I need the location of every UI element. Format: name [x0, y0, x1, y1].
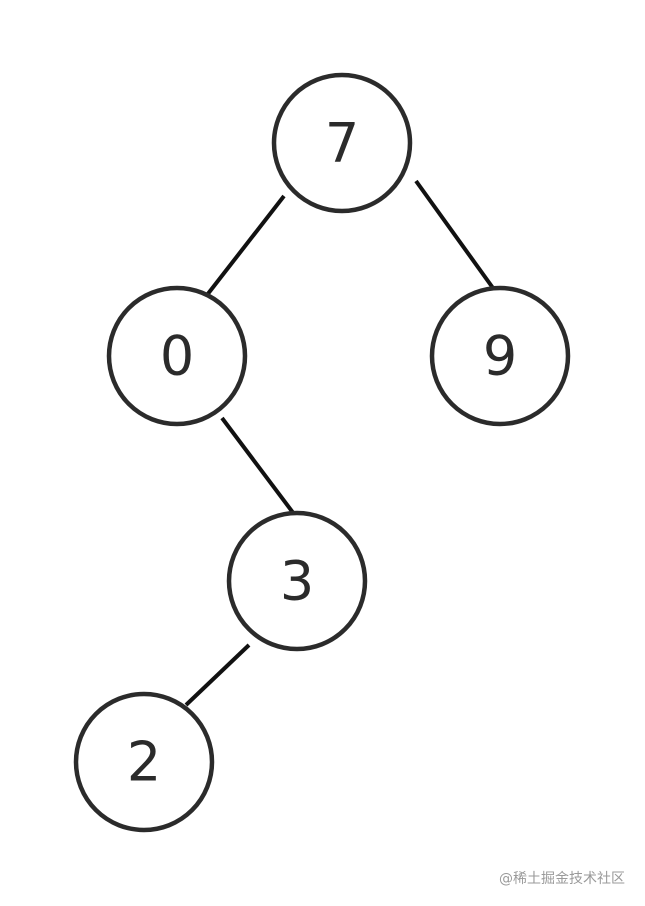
node-circle	[271, 72, 413, 214]
edge-7-9	[414, 179, 500, 297]
watermark-text: @稀土掘金技术社区	[499, 871, 625, 887]
tree-node-2: 2	[73, 691, 215, 833]
node-label: 3	[280, 550, 314, 613]
edge-7-0	[205, 194, 286, 297]
tree-node-7: 7	[271, 72, 413, 214]
tree-node-9: 9	[429, 285, 571, 427]
edge-0-3	[220, 416, 299, 520]
node-label: 9	[483, 325, 517, 388]
node-label: 2	[127, 731, 161, 794]
tree-node-3: 3	[226, 510, 368, 652]
node-circle	[429, 285, 571, 427]
node-circle	[73, 691, 215, 833]
node-label: 7	[325, 112, 359, 175]
edge-3-2	[184, 643, 251, 707]
node-label: 0	[160, 325, 194, 388]
node-circle	[226, 510, 368, 652]
node-circle	[106, 285, 248, 427]
tree-node-0: 0	[106, 285, 248, 427]
